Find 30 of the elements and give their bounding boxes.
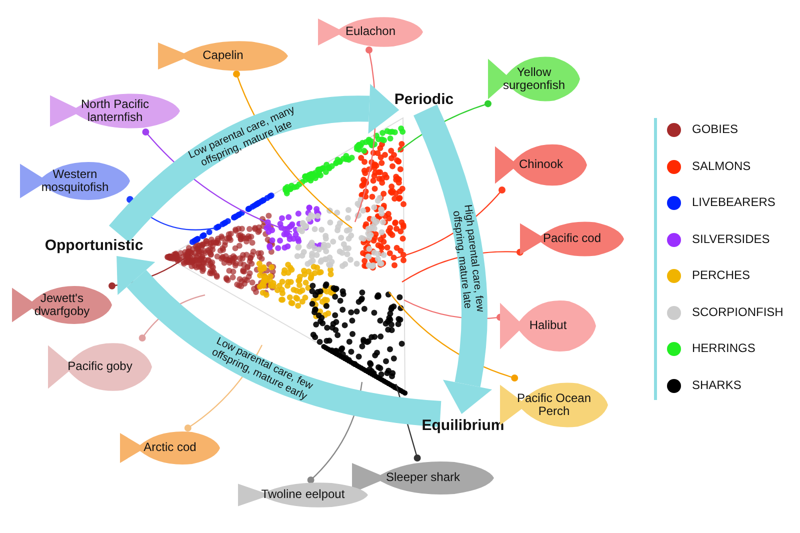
strategy-label: Opportunistic bbox=[38, 234, 150, 256]
species-label: Pacific cod bbox=[542, 232, 602, 246]
species-label: North Pacific lanternfish bbox=[80, 98, 150, 124]
fish-silhouette bbox=[238, 480, 368, 510]
species-label: Yellow surgeonfish bbox=[502, 66, 566, 92]
species-label: Eulachon bbox=[345, 25, 396, 39]
legend-label: SHARKS bbox=[692, 378, 742, 392]
strategy-label: Equilibrium bbox=[420, 414, 506, 436]
species-label: Pacific goby bbox=[68, 360, 132, 374]
species-label: Sleeper shark bbox=[386, 471, 460, 485]
species-label: Arctic cod bbox=[144, 441, 196, 455]
species-label: Jewett's dwarfgoby bbox=[33, 292, 91, 318]
species-label: Halibut bbox=[529, 319, 567, 333]
legend-label: SCORPIONFISH bbox=[692, 304, 784, 318]
legend-label: GOBIES bbox=[692, 122, 738, 136]
strategy-label: Periodic bbox=[390, 88, 458, 110]
species-label: Chinook bbox=[518, 158, 564, 172]
species-label: Pacific Ocean Perch bbox=[516, 392, 592, 418]
species-label: Twoline eelpout bbox=[261, 488, 345, 502]
fish-silhouette bbox=[158, 38, 288, 74]
legend-label: SILVERSIDES bbox=[692, 232, 770, 246]
species-label: Western mosquitofish bbox=[40, 168, 110, 194]
block-arrow bbox=[413, 104, 492, 414]
legend-label: SALMONS bbox=[692, 158, 751, 172]
legend-label: LIVEBEARERS bbox=[692, 195, 776, 209]
edge-label: High parental care, few offspring, mature late bbox=[450, 202, 488, 315]
legend-label: HERRINGS bbox=[692, 341, 756, 355]
legend-label: PERCHES bbox=[692, 268, 750, 282]
fish-silhouette bbox=[318, 14, 423, 50]
species-label: Capelin bbox=[202, 49, 244, 63]
